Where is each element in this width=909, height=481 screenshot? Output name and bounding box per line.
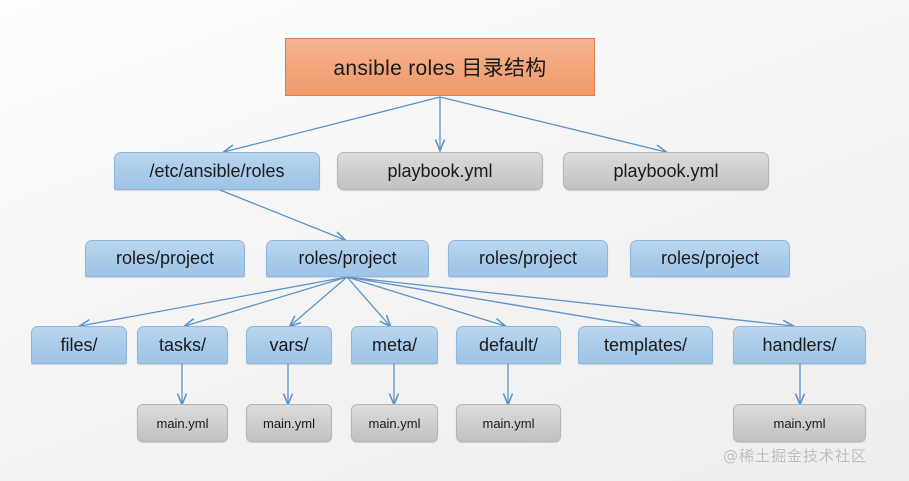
node-label: files/: [60, 334, 98, 355]
node-label: roles/project: [115, 248, 215, 268]
node-main-yml-vars[interactable]: main.yml: [246, 404, 332, 442]
node-label: roles/project: [660, 248, 760, 268]
node-label: playbook.yml: [387, 160, 493, 181]
node-files-dir[interactable]: files/: [31, 326, 127, 364]
node-templates-dir[interactable]: templates/: [578, 326, 713, 364]
node-label: handlers/: [762, 334, 837, 355]
node-handlers-dir[interactable]: handlers/: [733, 326, 866, 364]
node-label: roles/project: [298, 248, 397, 268]
node-main-yml-meta[interactable]: main.yml: [351, 404, 438, 442]
node-label: default/: [478, 334, 539, 355]
node-label: main.yml: [156, 415, 209, 431]
node-main-yml-default[interactable]: main.yml: [456, 404, 561, 442]
node-meta-dir[interactable]: meta/: [351, 326, 438, 364]
node-label: main.yml: [368, 415, 421, 431]
node-main-yml-tasks[interactable]: main.yml: [137, 404, 228, 442]
node-label: main.yml: [262, 415, 315, 431]
node-main-yml-handlers[interactable]: main.yml: [733, 404, 866, 442]
node-roles-project-4[interactable]: roles/project: [630, 240, 790, 277]
node-label: roles/project: [478, 248, 578, 268]
node-etc-ansible-roles[interactable]: /etc/ansible/roles: [114, 152, 320, 190]
node-title[interactable]: ansible roles 目录结构: [285, 38, 595, 96]
node-label: tasks/: [158, 334, 206, 355]
node-label: main.yml: [482, 415, 535, 431]
node-playbook-yml-2[interactable]: playbook.yml: [563, 152, 769, 190]
node-label: playbook.yml: [613, 160, 719, 181]
node-label: /etc/ansible/roles: [149, 160, 285, 181]
node-label: vars/: [269, 334, 309, 355]
node-roles-project-3[interactable]: roles/project: [448, 240, 608, 277]
node-roles-project-1[interactable]: roles/project: [85, 240, 245, 277]
node-tasks-dir[interactable]: tasks/: [137, 326, 228, 364]
node-vars-dir[interactable]: vars/: [246, 326, 332, 364]
node-title-label: ansible roles 目录结构: [333, 57, 547, 80]
node-label: templates/: [603, 334, 688, 355]
node-label: main.yml: [773, 415, 826, 431]
node-label: meta/: [371, 334, 418, 355]
watermark: @稀土掘金技术社区: [723, 447, 868, 465]
node-playbook-yml-1[interactable]: playbook.yml: [337, 152, 543, 190]
node-roles-project-2[interactable]: roles/project: [266, 240, 429, 277]
node-default-dir[interactable]: default/: [456, 326, 561, 364]
